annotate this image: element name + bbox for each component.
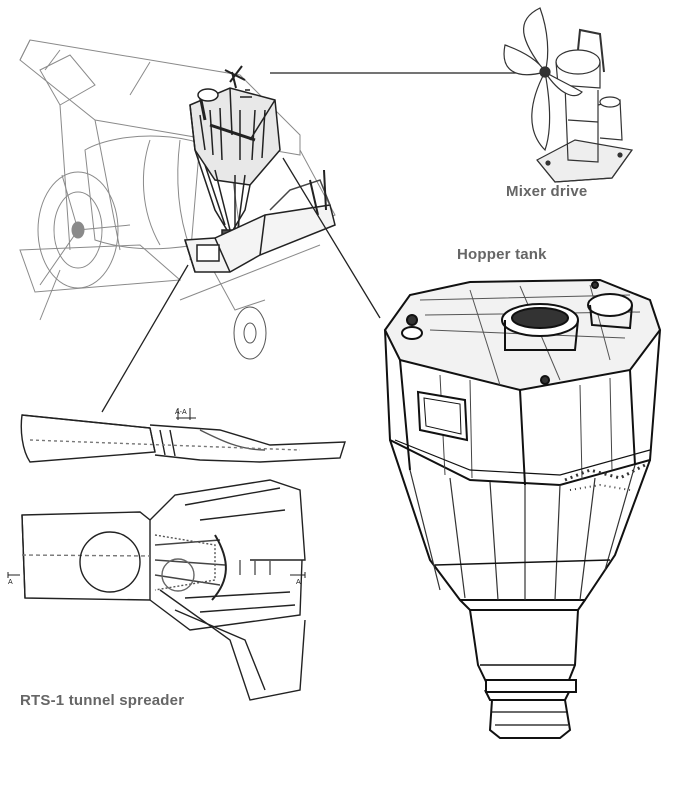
spreader-side-view: A-A [20, 408, 346, 463]
section-mark-top: A-A [175, 409, 187, 416]
spreader-plan-view: A A [7, 479, 306, 701]
biplane-drawing [19, 39, 336, 360]
section-mark-left: A [8, 579, 13, 586]
mixer-drive-drawing [503, 7, 634, 183]
leader-tunnel-spreader [101, 264, 189, 413]
leader-lines [101, 72, 532, 413]
label-hopper-tank: Hopper tank [457, 246, 547, 263]
section-mark-right: A [296, 579, 301, 586]
hopper-on-aircraft [184, 65, 336, 273]
hopper-tank-drawing [383, 278, 662, 739]
leader-hopper-tank [282, 157, 381, 319]
label-rts-tunnel-spreader: RTS-1 tunnel spreader [20, 692, 185, 709]
label-mixer-drive: Mixer drive [506, 183, 588, 200]
